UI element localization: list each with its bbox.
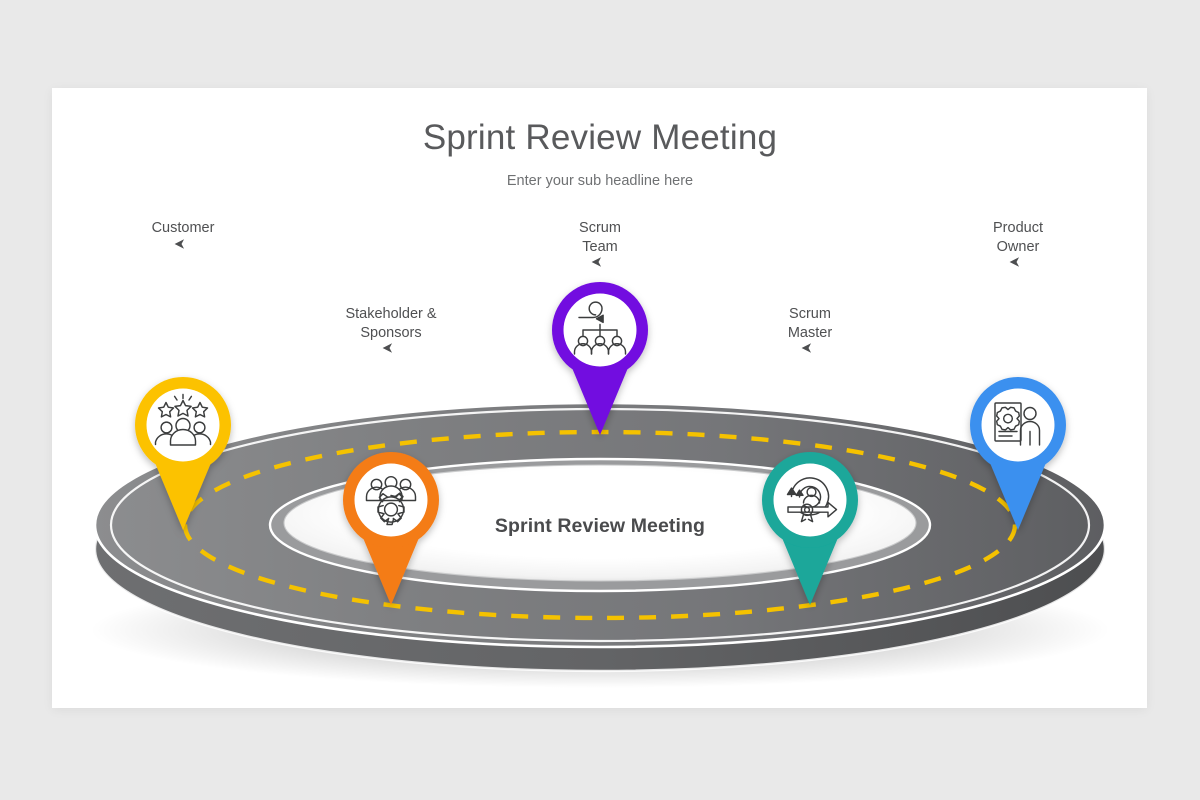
agile-cycle-badge-icon [786, 477, 838, 523]
center-label: Sprint Review Meeting [494, 515, 706, 537]
label-stakeholder-sponsors: Stakeholder & Sponsors [345, 306, 437, 341]
gear-people-icon [365, 475, 417, 526]
certificate-person-icon [994, 402, 1041, 446]
page-title: Sprint Review Meeting [422, 118, 778, 157]
pin-scrum-master[interactable] [762, 452, 858, 605]
label-scrum-team: Scrum Team [579, 220, 621, 255]
pin-scrum-team[interactable] [552, 282, 648, 435]
pin-stakeholder-sponsors[interactable] [343, 452, 439, 605]
label-product-owner: Product Owner [993, 220, 1043, 255]
stars-people-icon [154, 393, 212, 446]
label-scrum-master: Scrum Master [787, 306, 833, 341]
pin-customer[interactable] [135, 377, 231, 530]
label-customer: Customer [151, 220, 215, 236]
team-hierarchy-icon [573, 301, 627, 355]
page-subtitle: Enter your sub headline here [506, 173, 694, 189]
pin-product-owner[interactable] [970, 377, 1066, 530]
